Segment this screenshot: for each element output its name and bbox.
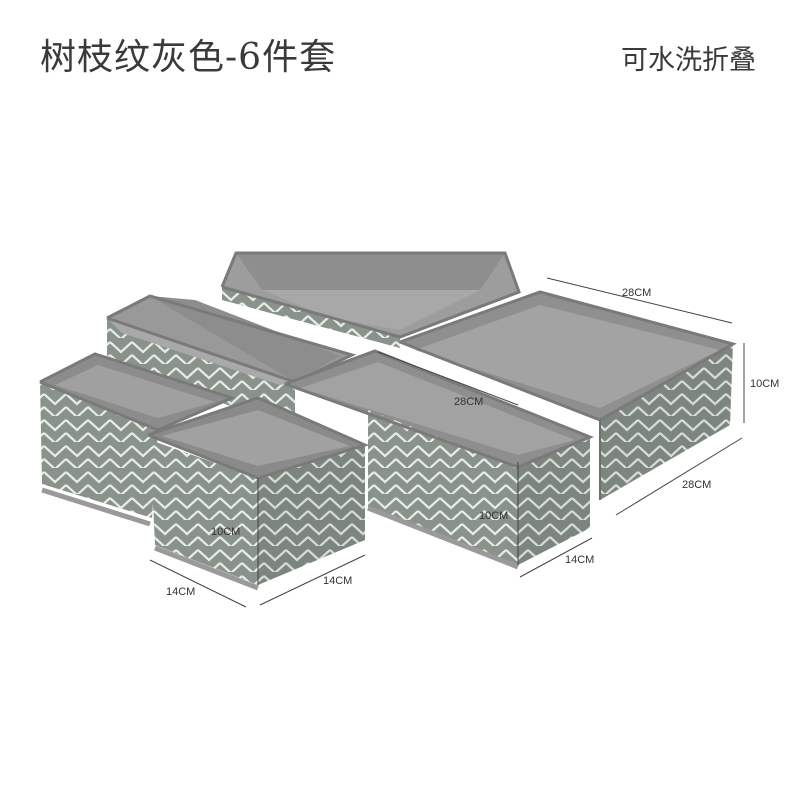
medium-box-length-label: 28CM (454, 396, 483, 408)
large-box-height-label: 10CM (750, 378, 779, 390)
small-box-length-label: 14CM (323, 575, 352, 587)
medium-box-width-label: 14CM (565, 554, 594, 566)
right-large-box (399, 290, 737, 500)
medium-box-height-label: 10CM (479, 510, 508, 522)
large-box-width-label: 28CM (682, 479, 711, 491)
front-small-box (147, 396, 370, 591)
small-box-width-label: 14CM (166, 586, 195, 598)
small-box-height-label: 10CM (211, 526, 240, 538)
product-title: 树枝纹灰色-6件套 (40, 37, 337, 78)
back-small-box (39, 352, 237, 527)
front-medium-box (284, 349, 594, 570)
dimension-lines (149, 277, 745, 608)
back-medium-box (220, 251, 521, 348)
large-box-length-label: 28CM (622, 287, 651, 299)
washable-foldable-label: 可水洗折叠 (621, 45, 756, 76)
